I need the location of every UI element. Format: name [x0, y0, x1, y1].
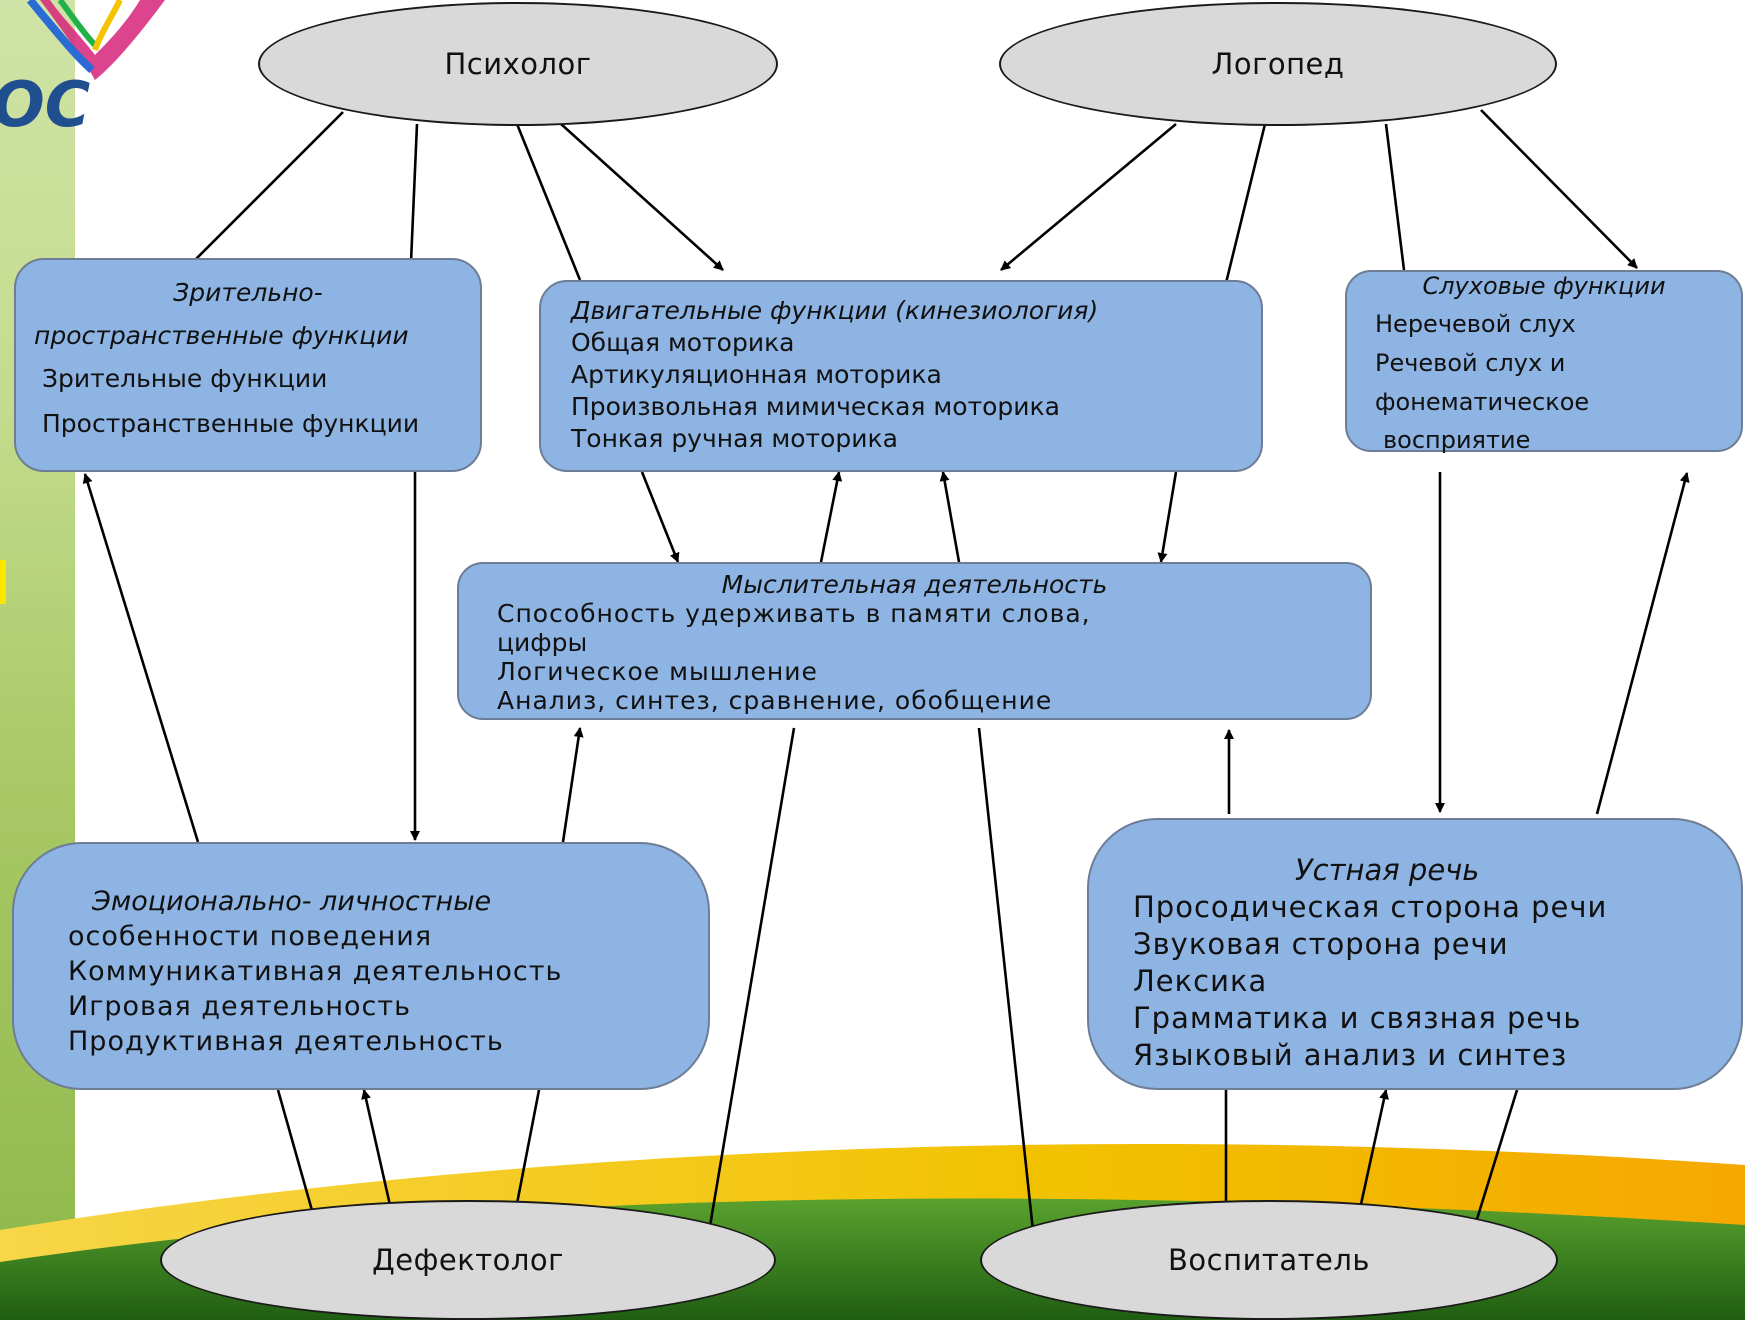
box-thinking-activity: Мыслительная деятельность Способность уд… [457, 562, 1372, 720]
box-auditory-item: Неречевой слух [1375, 310, 1576, 338]
connector-logoped-auditory [1384, 123, 1406, 271]
box-oral-speech-title: Устная речь [1295, 853, 1480, 887]
box-emotional-item: Продуктивная деятельность [68, 1026, 504, 1057]
box-emotional-item: Игровая деятельность [68, 991, 412, 1022]
connector-motor-thinking-1 [640, 471, 680, 563]
box-motor-item: Тонкая ручная моторика [571, 424, 898, 453]
connector-defect-thinking [706, 727, 796, 1239]
connector-thinking-motor-2 [939, 471, 961, 563]
box-auditory-functions: Слуховые функции Неречевой слух Речевой … [1345, 270, 1743, 452]
box-visual-spatial-title-2: пространственные функции [34, 321, 409, 350]
box-visual-spatial-item: Пространственные функции [42, 409, 420, 438]
left-decorative-strip [0, 0, 75, 1320]
box-motor-functions: Двигательные функции (кинезиология) Обща… [539, 280, 1263, 472]
node-defectologist: Дефектолог [160, 1200, 776, 1320]
connector-psy-visual [184, 111, 344, 271]
box-emotional-item: Коммуникативная деятельность [68, 956, 563, 987]
box-auditory-item: восприятие [1383, 426, 1531, 454]
connector-psy-visual-2 [409, 123, 419, 263]
connector-logoped-motor-2 [1224, 123, 1267, 284]
box-auditory-item: фонематическое [1375, 388, 1590, 416]
connector-defect-emotional-1 [276, 1089, 315, 1215]
box-thinking-item: Способность удерживать в памяти слова, [497, 599, 1091, 628]
box-oral-speech-item: Языковый анализ и синтез [1133, 1038, 1568, 1072]
connector-logoped-motor [1000, 123, 1177, 271]
box-motor-item: Произвольная мимическая моторика [571, 392, 1060, 421]
box-motor-item: Общая моторика [571, 328, 795, 357]
node-speech-therapist: Логопед [999, 2, 1557, 126]
box-auditory-title: Слуховые функции [1422, 272, 1666, 300]
connector-motor-thinking-2 [1157, 471, 1178, 563]
box-oral-speech: Устная речь Просодическая сторона речи З… [1087, 818, 1743, 1090]
node-educator: Воспитатель [980, 1200, 1558, 1320]
connector-educator-thinking [977, 727, 1036, 1241]
connector-thinking-motor-1 [819, 471, 843, 563]
box-oral-speech-item: Звуковая сторона речи [1133, 927, 1509, 961]
connector-speech-auditory [1595, 472, 1690, 815]
box-auditory-item: Речевой слух и [1375, 349, 1566, 377]
yellow-marker [0, 560, 6, 604]
box-thinking-item: Анализ, синтез, сравнение, обобщениe [497, 686, 1053, 715]
box-thinking-item: цифры [497, 628, 588, 657]
logo-text: ОС [0, 68, 91, 141]
box-thinking-item: Логическое мышление [497, 657, 818, 686]
box-visual-spatial-title-1: Зрительно- [173, 278, 323, 307]
logo-ribbon [0, 0, 165, 80]
box-oral-speech-item: Грамматика и связная речь [1133, 1001, 1582, 1035]
connector-psy-motor-2 [560, 123, 724, 271]
box-thinking-title: Мыслительная деятельность [721, 570, 1108, 599]
connector-psy-motor [515, 123, 582, 281]
connector-emotional-visual [82, 473, 200, 843]
connector-defect-emotional-3 [513, 1089, 541, 1215]
node-psychologist: Психолог [258, 2, 778, 126]
box-visual-spatial-item: Зрительные функции [42, 364, 328, 393]
connector-logoped-auditory-2 [1480, 109, 1638, 269]
box-motor-title: Двигательные функции (кинезиология) [571, 296, 1099, 325]
connector-defect-emotional-2 [361, 1089, 394, 1215]
connector-emotional-thinking [561, 727, 584, 843]
box-emotional-title: Эмоционально- личностные [92, 886, 492, 917]
box-emotional-personal: Эмоционально- личностные особенности пов… [12, 842, 710, 1090]
box-oral-speech-item: Просодическая сторона речи [1133, 890, 1608, 924]
box-oral-speech-item: Лексика [1133, 964, 1268, 998]
connector-educator-speech-3 [1471, 1089, 1519, 1233]
box-visual-spatial: Зрительно- пространственные функции Зрит… [14, 258, 482, 472]
box-motor-item: Артикуляционная моторика [571, 360, 942, 389]
box-emotional-item: особенности поведения [68, 921, 433, 952]
connector-educator-speech-2 [1356, 1089, 1389, 1219]
